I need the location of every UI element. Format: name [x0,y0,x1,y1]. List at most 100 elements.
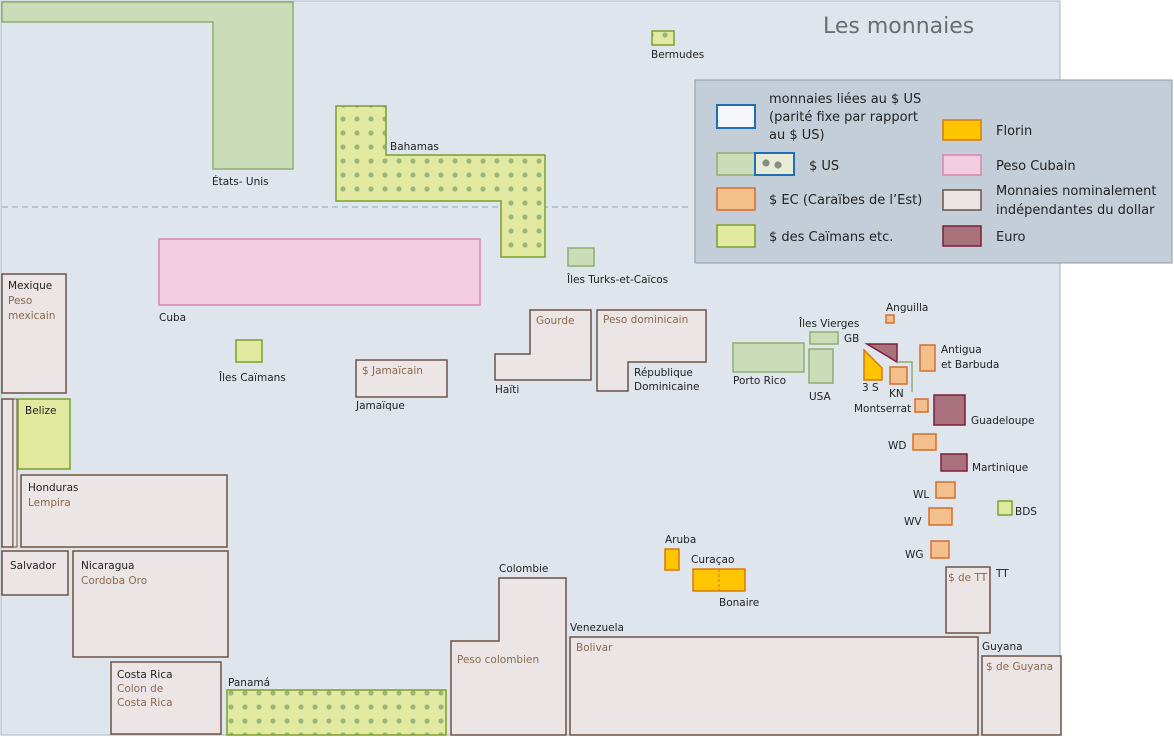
saint-martin-euro-shape [864,343,898,364]
legend-dot [774,161,782,169]
bermudes-shape [651,30,675,46]
wd-shape [912,433,937,451]
legend-usd-label: $ US [809,159,839,174]
kn-label: KN [889,388,904,400]
legend-florin-label: Florin [996,124,1032,139]
wv-shape [928,507,953,526]
bds-shape [997,500,1013,516]
martinique-shape [940,453,968,472]
legend-dot [762,159,770,167]
costa-rica-shape [110,661,222,735]
legend-ec-label: $ EC (Caraïbes de l’Est) [769,193,922,208]
cuba-shape [158,238,481,306]
belize-shape [17,398,71,470]
wd-label: WD [888,440,906,452]
aruba-label: Aruba [665,534,696,546]
montserrat-label: Montserrat [854,403,911,415]
bonaire-label: Bonaire [719,597,759,609]
sint-maarten-florin-shape [863,348,883,381]
iles-vierges-label: Îles Vierges [798,317,859,330]
legend-independent-line1: Monnaies nominalement [996,184,1156,199]
legend-swatch-euro [942,225,982,247]
rep-dom-shape [596,309,707,392]
bermudes-label: Bermudes [651,49,704,61]
honduras-shape [20,474,228,548]
kn-shape [889,366,908,385]
porto-rico-label: Porto Rico [733,375,786,387]
jamaique-label: Jamaïque [355,400,405,412]
wv-label: WV [904,516,922,528]
colombie-label: Colombie [499,563,548,575]
haiti-shape [494,309,592,381]
panama-shape [226,689,447,736]
rep-dom-label-1: République [634,367,693,379]
nicaragua-label: Nicaragua [81,560,134,572]
anguilla-label: Anguilla [886,302,928,314]
wg-label: WG [905,549,924,561]
porto-rico-shape [732,342,805,373]
cuba-label: Cuba [159,312,186,324]
iles-vierges-gb-shape [809,331,839,345]
haiti-currency: Gourde [536,315,574,327]
mexique-border-strip [1,398,14,548]
salvador-label: Salvador [10,560,57,572]
antigua-shape [919,344,936,372]
tt-shape [945,566,991,634]
venezuela-currency: Bolivar [576,642,613,654]
legend-independent-line2: indépendantes du dollar [996,203,1155,218]
colombie-shape [450,577,567,736]
legend-swatch-cayman [716,224,756,248]
panama-label: Panamá [228,677,270,689]
bahamas-label: Bahamas [390,141,439,153]
antigua-label-1: Antigua [941,344,982,356]
tt-currency: $ de TT [948,572,988,584]
belize-label: Belize [25,405,56,417]
legend-pegged-line2: (parité fixe par rapport [769,110,918,125]
guadeloupe-shape [933,394,966,426]
legend-pegged-line3: au $ US) [769,128,825,143]
martinique-label: Martinique [972,462,1028,474]
legend-euro-label: Euro [996,230,1026,245]
ec-connector [897,361,913,392]
honduras-label: Honduras [28,482,79,494]
venezuela-shape [569,636,979,736]
caimans-label: Îles Caïmans [218,371,286,384]
mexique-label: Mexique [8,280,52,292]
turks-label: Îles Turks-et-Caïcos [566,273,668,286]
bds-label: BDS [1015,506,1037,518]
costa-rica-label: Costa Rica [117,669,173,681]
guatemala-strip [12,398,18,548]
legend-swatch-independent [942,189,982,211]
montserrat-shape [914,398,929,413]
curacao-label: Curaçao [691,554,734,566]
legend-swatch-pegged [716,104,756,129]
map-title: Les monnaies [823,14,974,39]
turks-shape [567,247,595,267]
haiti-label: Haïti [495,384,519,396]
legend-cubain-label: Peso Cubain [996,159,1076,174]
jamaique-shape [355,359,448,398]
salvador-shape [1,550,69,596]
legend-swatch-usd-pegged [754,152,795,176]
gb-label: GB [844,333,859,345]
costa-rica-currency-1: Colon de [117,683,163,695]
usa-label: USA [809,391,832,403]
legend-swatch-usd [716,152,756,176]
antigua-label-2: et Barbuda [941,359,999,371]
tt-label: TT [995,568,1009,580]
legend-swatch-florin [942,119,982,141]
legend: monnaies liées au $ US (parité fixe par … [694,79,1173,264]
mexique-currency-1: Peso [8,295,32,307]
caimans-shape [235,339,263,363]
legend-pegged-line1: monnaies liées au $ US [769,92,921,107]
anguilla-shape [885,314,895,324]
guyana-currency: $ de Guyana [986,661,1053,673]
venezuela-label: Venezuela [570,622,624,634]
legend-cayman-label: $ des Caïmans etc. [769,230,893,245]
legend-swatch-cubain [942,154,982,176]
rep-dom-currency: Peso dominicain [603,314,688,326]
guyana-label: Guyana [982,641,1023,653]
colombie-currency: Peso colombien [457,654,539,666]
costa-rica-currency-2: Costa Rica [117,697,173,709]
